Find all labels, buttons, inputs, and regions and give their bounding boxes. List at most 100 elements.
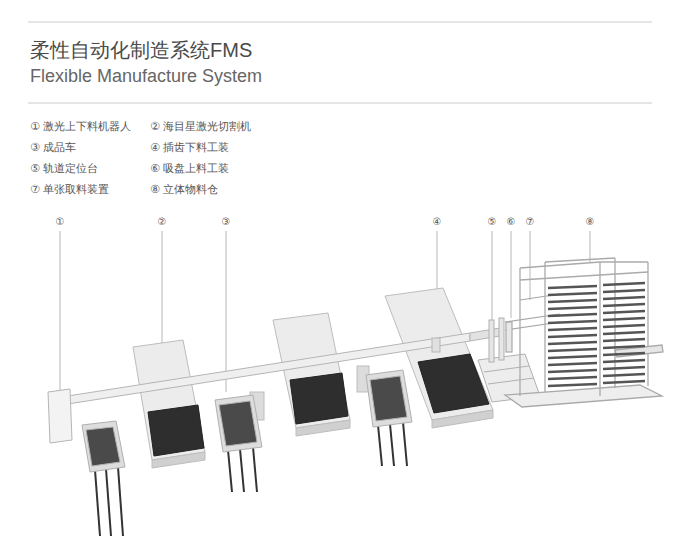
rack-shelves-part-part <box>603 346 645 348</box>
finished-product-carts-part-part <box>228 450 232 492</box>
storage-rack <box>505 258 663 407</box>
rack-shelves-part-part <box>603 367 645 369</box>
finished-product-carts-part-part <box>106 469 111 536</box>
rack-shelves-part-part <box>548 314 597 316</box>
rack-shelves-part-part <box>603 374 645 376</box>
storage-rack-part <box>600 261 648 262</box>
rack-shelves-part-part <box>548 300 597 302</box>
finished-product-carts-part <box>82 370 412 472</box>
rack-shelves-part-part <box>603 325 645 327</box>
finished-product-carts-part-part <box>378 425 382 466</box>
rule-lines <box>28 22 652 103</box>
part-list-item: ④ 插齿下料工装 <box>150 141 229 154</box>
finished-product-carts-part-part <box>253 447 257 492</box>
storage-rack-part <box>520 262 600 268</box>
leader-lines-part <box>60 231 61 396</box>
part-list-item: ⑥ 吸盘上料工装 <box>150 162 229 175</box>
rack-shelves-part-part <box>603 360 645 362</box>
track-positioning-table-part <box>499 318 504 360</box>
rack-shelves-part-part <box>603 318 645 320</box>
rack-shelves <box>548 283 645 386</box>
laser-cutting-machines-part <box>418 354 489 413</box>
part-list-item: ⑦ 单张取料装置 <box>30 183 109 196</box>
rack-shelves-part <box>548 325 645 330</box>
rack-shelves-part <box>548 318 645 323</box>
finished-product-carts-part-part <box>370 376 407 421</box>
rack-shelves-part <box>548 297 645 302</box>
rack-shelves-part-part <box>548 356 597 358</box>
laser-cutting-machines-part <box>133 340 205 460</box>
finished-product-carts-part-part <box>390 424 394 466</box>
track-positioning-table <box>478 318 540 402</box>
rack-shelves-part-part <box>603 297 645 299</box>
rack-shelves-part-part <box>603 304 645 306</box>
rack-shelves-part-part <box>603 353 645 355</box>
callout-number: ② <box>157 216 168 228</box>
rack-shelves-part <box>548 304 645 309</box>
laser-cutting-machines-part <box>290 373 348 424</box>
leader-lines-part <box>590 231 591 262</box>
rack-shelves-part <box>548 374 645 379</box>
leader-lines-part <box>530 231 531 300</box>
part-list-item: ② 海目星激光切割机 <box>150 120 251 133</box>
rack-shelves-part-part <box>548 286 597 288</box>
storage-rack-part <box>520 272 648 280</box>
leader-lines-part <box>226 231 227 392</box>
rack-shelves-part <box>548 339 645 344</box>
rack-shelves-part <box>548 290 645 295</box>
finished-product-carts <box>82 370 412 536</box>
rack-shelves-part-part <box>548 342 597 344</box>
rack-shelves-part <box>548 346 645 351</box>
callout-number: ⑧ <box>585 216 596 228</box>
finished-product-carts-part-part <box>366 370 412 427</box>
rack-shelves-part <box>548 381 645 386</box>
rack-shelves-part-part <box>603 283 645 285</box>
storage-rack-part <box>599 262 600 396</box>
rack-shelves-part-part <box>548 349 597 351</box>
rack-shelves-part-part <box>603 381 645 383</box>
finished-product-carts-part-part <box>403 422 407 466</box>
rack-shelves-part-part <box>603 290 645 292</box>
part-list-item: ⑤ 轨道定位台 <box>30 162 98 175</box>
track-positioning-table-part <box>489 320 494 362</box>
rack-shelves-part-part <box>548 370 597 372</box>
gantry-rail-part <box>470 328 500 341</box>
rack-shelves-part-part <box>603 339 645 341</box>
part-list-item: ③ 成品车 <box>30 141 76 154</box>
rack-shelves-part <box>548 311 645 316</box>
laser-cutting-machines-part <box>432 410 493 428</box>
subtitle: Flexible Manufacture System <box>30 66 262 88</box>
rack-shelves-part <box>548 367 645 372</box>
part-list-item: ① 激光上下料机器人 <box>30 120 131 133</box>
diagram-title: 柔性自动化制造系统FMS <box>30 38 252 62</box>
callout-number: ④ <box>432 216 443 228</box>
rack-shelves-part-part <box>548 293 597 295</box>
laser-cutting-machines-part <box>148 405 204 456</box>
rack-shelves-part-part <box>548 328 597 330</box>
rack-shelves-part <box>548 332 645 337</box>
callout-number: ⑦ <box>525 216 536 228</box>
storage-rack-part <box>519 268 520 396</box>
rack-shelves-part-part <box>548 363 597 365</box>
gantry-rail-part <box>48 389 72 443</box>
finished-product-carts-part-part <box>95 470 100 536</box>
rack-shelves-part-part <box>548 321 597 323</box>
part-list-item: ⑧ 立体物料仓 <box>150 183 218 196</box>
rack-shelves-part <box>548 353 645 358</box>
callout-number: ⑥ <box>506 216 517 228</box>
suction-and-sheet-picker-part <box>506 322 512 352</box>
rack-shelves-part <box>548 283 645 288</box>
track-positioning-table-part <box>484 366 529 372</box>
rack-shelves-part-part <box>548 377 597 379</box>
finished-product-carts-part-part <box>118 467 123 536</box>
rack-shelves-part-part <box>603 332 645 334</box>
finished-product-carts-part-part <box>219 401 257 446</box>
finished-product-carts-part-part <box>215 395 262 452</box>
callout-number: ⑤ <box>487 216 498 228</box>
finished-product-carts-part-part <box>82 421 125 472</box>
rule-lines-part <box>28 103 652 104</box>
callout-number: ③ <box>221 216 232 228</box>
rack-shelves-part-part <box>548 307 597 309</box>
storage-rack-part <box>544 262 545 392</box>
